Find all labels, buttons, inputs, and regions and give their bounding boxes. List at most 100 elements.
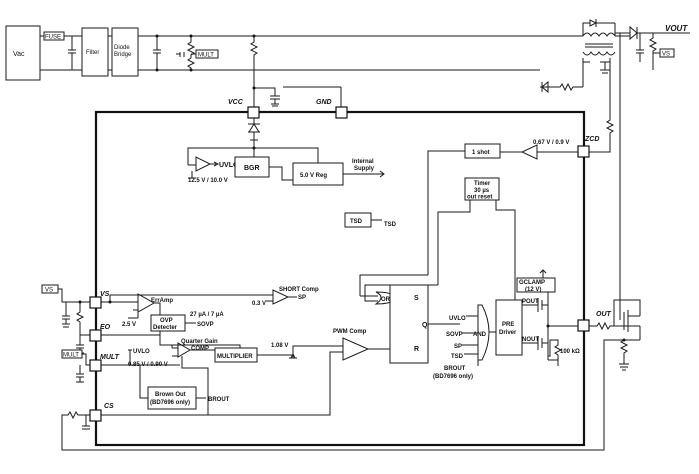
pin-vs[interactable] [89,296,102,309]
uvlo-comparator [195,156,212,172]
pin-mult-label: MULT [100,354,120,361]
mult-external [76,353,90,383]
bgr-label: BGR [244,165,260,172]
uvlo-out-label: UVLO [219,162,239,169]
and-gate [477,304,490,361]
pin-gnd-label: GND [316,99,332,106]
brown-out-label-1: Brown Out [155,392,186,398]
tsd-block-label: TSD [350,219,363,225]
vcc-startup-resistor [249,36,259,112]
zcd-comparator [520,144,538,160]
output-capacitor [636,33,644,62]
pin-mult[interactable] [89,359,102,372]
rectified-rails [138,35,583,71]
multiplier-section: UVLO 0.85 V / 0.90 V Quarter Gain COMP M… [101,335,343,416]
or-label: OR [381,297,391,303]
supply-section: UVLO 12.5 V / 10.0 V BGR 5.0 V Reg Inter… [187,118,385,186]
timer-label-2: 30 µs [474,188,490,194]
pin-out-label: OUT [596,311,612,318]
gclamp-label-2: (12 V) [525,287,541,293]
erramp-label: ErrAmp [151,298,173,304]
gate-resistor [589,299,640,331]
gnd-wire [283,86,342,107]
mult-tag-label: MULT [63,353,79,359]
zcd-threshold: 0.67 V / 0.9 V [533,140,569,146]
fuse-label: FUSE [45,35,61,41]
r100k-label: 100 kΩ [560,349,580,355]
return-path [548,58,584,92]
pin-out[interactable] [577,319,590,332]
pin-cs[interactable] [89,409,102,422]
ovp-current: 27 µA / 7 µA [190,312,224,318]
diode-bridge [111,27,139,77]
vac-label: Vac [13,51,25,58]
short-comp [272,289,290,305]
ff-q-label: Q [422,322,428,329]
mult-threshold: 0.85 V / 0.90 V [128,362,168,368]
eo-compensation [76,302,90,354]
and-sovp-label: SOVP [446,332,463,338]
and-tsd-label: TSD [451,354,464,360]
zcd-resistor [586,58,615,153]
pin-vs-label: VS [100,291,110,298]
one-shot-label: 1 shot [472,150,490,156]
gclamp-label-1: GCLAMP [519,280,545,286]
quarter-gain-comp [177,342,191,358]
cs-capacitor [82,415,90,430]
timer-label-3: out reset [467,195,492,201]
pin-zcd[interactable] [577,145,590,158]
timer-label-1: Timer [474,181,491,187]
pwm-comp-label: PWM Comp [333,329,367,335]
bd-only-label: (BD7696 only) [433,374,473,380]
output-totem [537,292,578,360]
vs-tag-top-label: VS [662,52,670,58]
pin-gnd[interactable] [335,106,348,119]
pin-cs-label: CS [104,403,114,410]
vs-tag-top [659,48,675,58]
quarter-gain-label-1: Quarter Gain [181,339,218,345]
and-uvlo-label: UVLO [449,316,466,322]
aux-winding [582,51,616,56]
reg-label: 5.0 V Reg [300,173,327,179]
clamp-zener [289,350,297,359]
vout-label: VOUT [665,24,688,33]
power-mosfet [619,33,641,340]
boost-node [614,23,630,37]
ff-s-label: S [414,295,419,302]
short-comp-label: SHORT Comp [279,287,319,293]
input-capacitor [153,36,161,70]
pin-vcc-label: VCC [228,99,244,106]
boost-inductor [582,32,616,37]
erramp [137,293,156,313]
ovp-label-1: OVP [160,318,173,324]
mult-divider [186,36,196,70]
pin-vcc[interactable] [247,106,260,119]
pre-driver-label-2: Driver [499,330,517,336]
quarter-gain-label-2: COMP [191,346,209,352]
output-stage: VOUT VS [540,19,690,371]
brown-out-label-2: (BD7696 only) [150,400,190,406]
mult-tap [176,52,196,57]
driver-section: UVLO SOVP SP TSD AND BROUT (BD7696 only)… [433,269,580,380]
vcc-capacitor [254,87,280,107]
pin-eo[interactable] [89,329,102,342]
internal-supply-label-2: Supply [354,166,375,172]
pwm-comp [342,337,370,361]
pin-zcd-label: ZCD [584,136,599,143]
filter-wires [108,35,112,71]
multiplier-label: MULTIPLIER [217,354,253,360]
internal-supply-label-1: Internal [352,159,374,165]
output-diode [629,25,638,41]
short-ref: 0.3 V [252,301,266,307]
vs-tag-label: VS [45,288,53,294]
input-wires [40,35,82,71]
pre-driver-label-1: PRE [502,322,514,328]
filter-block [81,27,109,77]
inductor-core [585,43,613,48]
nout-label: NOUT [522,337,539,343]
bridge-label-2: Bridge [114,52,132,58]
vac-source [5,25,41,81]
and-sp-label: SP [454,344,462,350]
current-sense-resistor [619,339,629,371]
timer-block [464,177,500,201]
